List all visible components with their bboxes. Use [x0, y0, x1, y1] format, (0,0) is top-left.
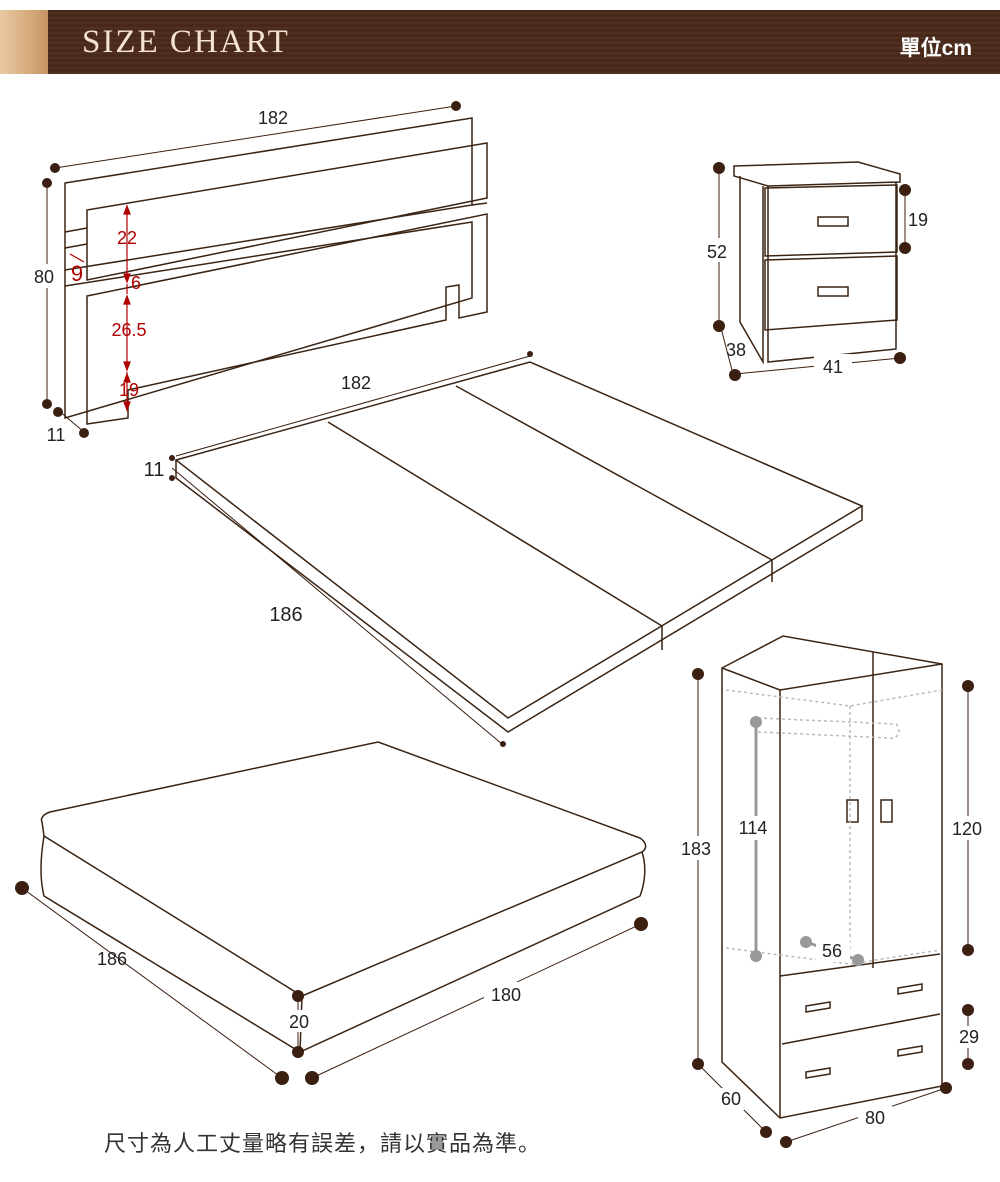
headboard-depth-label: 11 — [47, 425, 66, 445]
nightstand-height-label: 52 — [707, 242, 727, 262]
nightstand-drawer-label: 19 — [908, 210, 928, 230]
wardrobe-inner-depth-label: 56 — [822, 941, 842, 961]
unit-label: 單位cm — [899, 37, 972, 60]
headboard-drawing — [64, 117, 488, 425]
wardrobe-interior — [725, 689, 943, 965]
headboard-shelf-depth-label: 9 — [71, 261, 83, 286]
headboard-leg-label: 19 — [119, 380, 139, 400]
dimension-dots — [15, 101, 974, 1148]
bed-base-length-label: 186 — [269, 604, 302, 626]
nightstand-width-label: 41 — [823, 357, 843, 377]
wood-swatch — [0, 10, 48, 74]
headboard-width-label: 182 — [258, 108, 288, 128]
mattress-drawing — [40, 741, 647, 1053]
headboard-height-label: 80 — [34, 267, 54, 287]
wardrobe-depth-label: 60 — [721, 1089, 741, 1109]
headboard-top-board-label: 22 — [117, 228, 137, 248]
nightstand-depth-label: 38 — [726, 340, 746, 360]
disclaimer-note: 尺寸為人工丈量略有誤差，請以實品為準。 — [104, 1131, 542, 1156]
wardrobe-height-label: 183 — [681, 839, 711, 859]
mattress-length-label: 186 — [97, 949, 127, 969]
headboard-gap-label: 6 — [131, 273, 141, 293]
page-title: SIZE CHART — [82, 24, 290, 60]
wardrobe-drawer-label: 29 — [959, 1027, 979, 1047]
bed-base-drawing — [174, 361, 864, 733]
wood-grain — [48, 10, 1000, 74]
bed-base-thickness-label: 11 — [144, 459, 165, 481]
wardrobe-upper-label: 120 — [952, 819, 982, 839]
wardrobe-width-label: 80 — [865, 1108, 885, 1128]
mattress-width-label: 180 — [491, 985, 521, 1005]
headboard-middle-board-label: 26.5 — [111, 320, 146, 340]
mattress-thickness-label: 20 — [289, 1012, 309, 1032]
header-bar: SIZE CHART 單位cm — [0, 10, 1000, 74]
nightstand-drawing — [733, 161, 901, 365]
wardrobe-rod-label: 114 — [739, 818, 768, 838]
bed-base-width-label: 182 — [341, 373, 371, 393]
